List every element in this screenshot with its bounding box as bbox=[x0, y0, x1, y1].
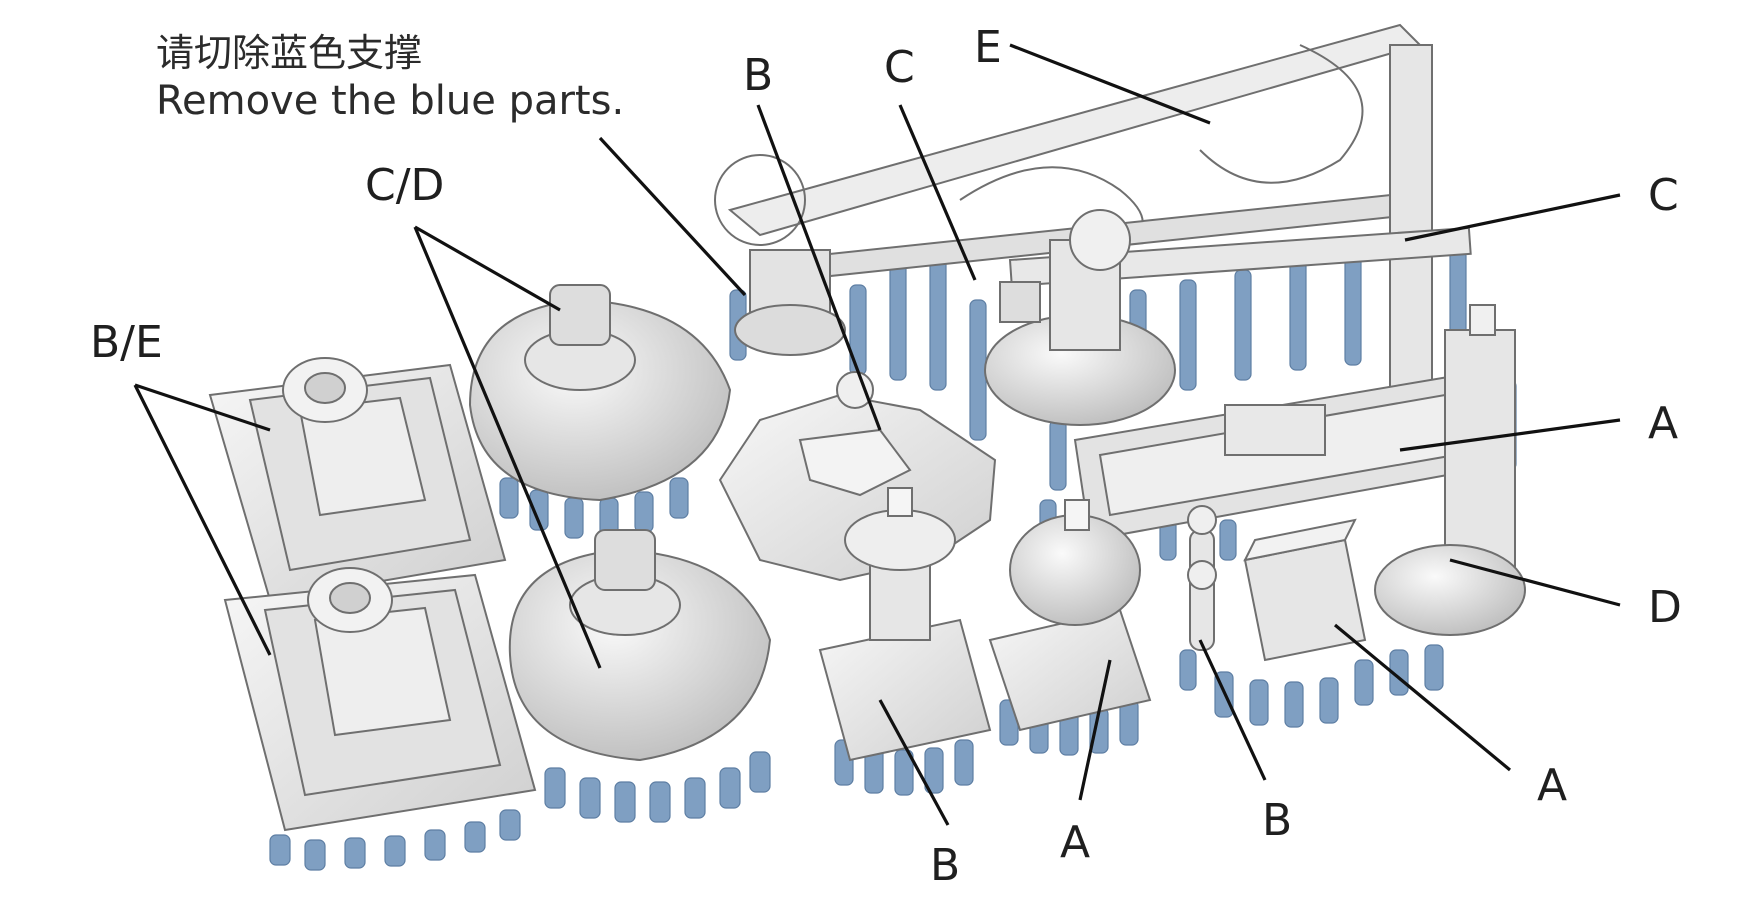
part-dome-top bbox=[468, 284, 732, 502]
leader-cd-2 bbox=[413, 226, 602, 669]
supports-lamp-base bbox=[834, 739, 974, 796]
instruction-chinese: 请切除蓝色支撑 bbox=[156, 31, 423, 75]
leader-a-right bbox=[1399, 418, 1621, 452]
part-square-base-top bbox=[208, 357, 507, 602]
leader-lines bbox=[133, 43, 1621, 826]
part-box bbox=[1243, 518, 1367, 662]
label-a-bottom-mid: A bbox=[1060, 817, 1090, 868]
supports-box bbox=[1179, 644, 1444, 728]
leader-instruction bbox=[598, 136, 747, 297]
supports-square-bases bbox=[269, 809, 521, 871]
leader-cd-1 bbox=[414, 225, 561, 312]
part-ornament bbox=[988, 499, 1152, 732]
label-b-bottom-mid: B bbox=[1262, 795, 1292, 846]
label-d-right: D bbox=[1648, 582, 1682, 633]
label-be: B/E bbox=[90, 317, 163, 368]
part-small-pins bbox=[1187, 505, 1217, 651]
label-cd: C/D bbox=[365, 160, 444, 211]
part-panel bbox=[1073, 373, 1477, 542]
blue-supports bbox=[269, 249, 1517, 871]
supports-arm bbox=[729, 249, 1517, 561]
leader-be-2 bbox=[133, 384, 272, 656]
label-b-bottom-left: B bbox=[930, 840, 960, 891]
leader-b-top bbox=[756, 104, 882, 431]
leader-a-bottom-right bbox=[1333, 623, 1512, 772]
leader-b-bottom-mid bbox=[1198, 639, 1267, 781]
label-a-right: A bbox=[1648, 398, 1678, 449]
leader-c-right bbox=[1404, 193, 1621, 242]
part-lamp-base bbox=[818, 487, 992, 762]
leader-b-bottom-left bbox=[878, 699, 950, 826]
part-labels: B/E C/D B C E C A D A B A B bbox=[90, 22, 1682, 891]
part-dome-bottom bbox=[508, 529, 772, 762]
label-a-bottom-right: A bbox=[1537, 760, 1567, 811]
leader-d-right bbox=[1449, 558, 1621, 607]
leader-e-top bbox=[1009, 43, 1211, 125]
label-c-top: C bbox=[884, 42, 915, 93]
instruction-english: Remove the blue parts. bbox=[156, 78, 625, 124]
label-c-right: C bbox=[1648, 170, 1679, 221]
label-e-top: E bbox=[974, 22, 1002, 73]
part-column bbox=[1374, 304, 1526, 636]
part-lamp-head bbox=[984, 209, 1176, 426]
leader-c-top bbox=[898, 104, 977, 281]
label-b-top: B bbox=[743, 50, 773, 101]
part-square-base-bottom bbox=[223, 567, 537, 832]
leader-be-1 bbox=[134, 383, 271, 432]
leader-a-bottom-mid bbox=[1078, 659, 1112, 801]
